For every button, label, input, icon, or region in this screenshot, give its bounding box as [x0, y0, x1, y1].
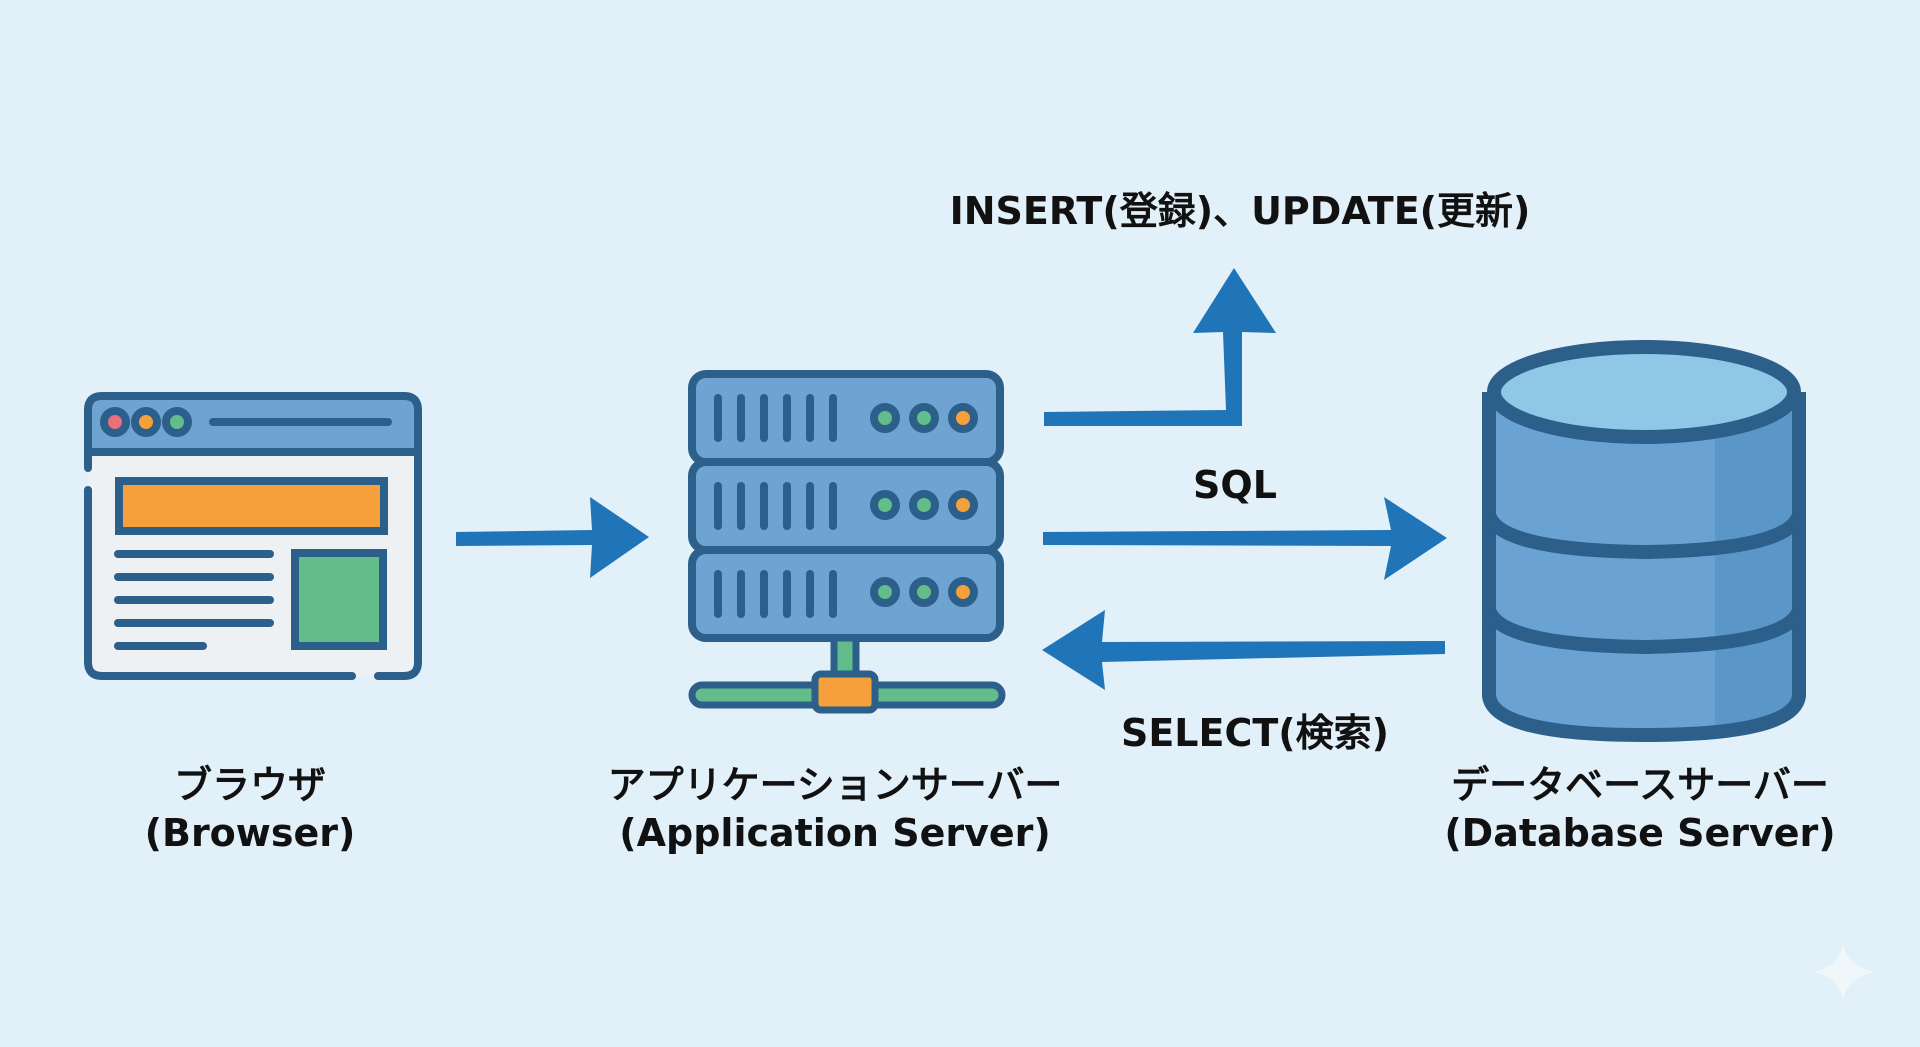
arrow-browser-to-app [456, 497, 649, 578]
arrow-db-to-app-select [1042, 610, 1445, 690]
database-cylinder-icon [1482, 340, 1806, 743]
browser-label-ja: ブラウザ [173, 763, 326, 807]
db-shade [1715, 405, 1794, 730]
server-unit [688, 546, 1004, 642]
db-ring [1482, 607, 1806, 655]
select-label: SELECT(検索) [1120, 711, 1390, 755]
server-unit [688, 458, 1004, 554]
network-connector [688, 634, 1006, 714]
app-server-label: アプリケーションサーバー (Application Server) [555, 762, 1115, 857]
window-maximize-dot [162, 407, 192, 437]
page-banner [115, 477, 388, 535]
db-server-label: データベースサーバー (Database Server) [1410, 762, 1870, 857]
db-server-label-ja: データベースサーバー [1451, 763, 1829, 807]
page-image-block [291, 549, 387, 650]
window-close-dot [100, 407, 130, 437]
window-minimize-dot [131, 407, 161, 437]
sparkle-icon [1812, 944, 1876, 1000]
app-server-label-ja: アプリケーションサーバー [607, 763, 1063, 807]
server-unit [688, 370, 1004, 466]
page-text-lines [114, 550, 274, 650]
browser-window-icon [84, 392, 422, 680]
arrow-insert-update [1044, 268, 1276, 426]
browser-label-en: (Browser) [144, 810, 356, 855]
sql-label: SQL [1193, 463, 1277, 507]
server-rack-icon [688, 370, 1006, 714]
browser-label: ブラウザ (Browser) [130, 762, 370, 857]
db-ring [1482, 512, 1806, 560]
db-top [1487, 340, 1801, 444]
arrow-app-to-db-sql [1043, 497, 1447, 580]
app-server-label-en: (Application Server) [619, 810, 1051, 855]
insert-update-label: INSERT(登録)、UPDATE(更新) [949, 189, 1531, 233]
db-server-label-en: (Database Server) [1444, 810, 1836, 855]
browser-frame [84, 392, 422, 680]
